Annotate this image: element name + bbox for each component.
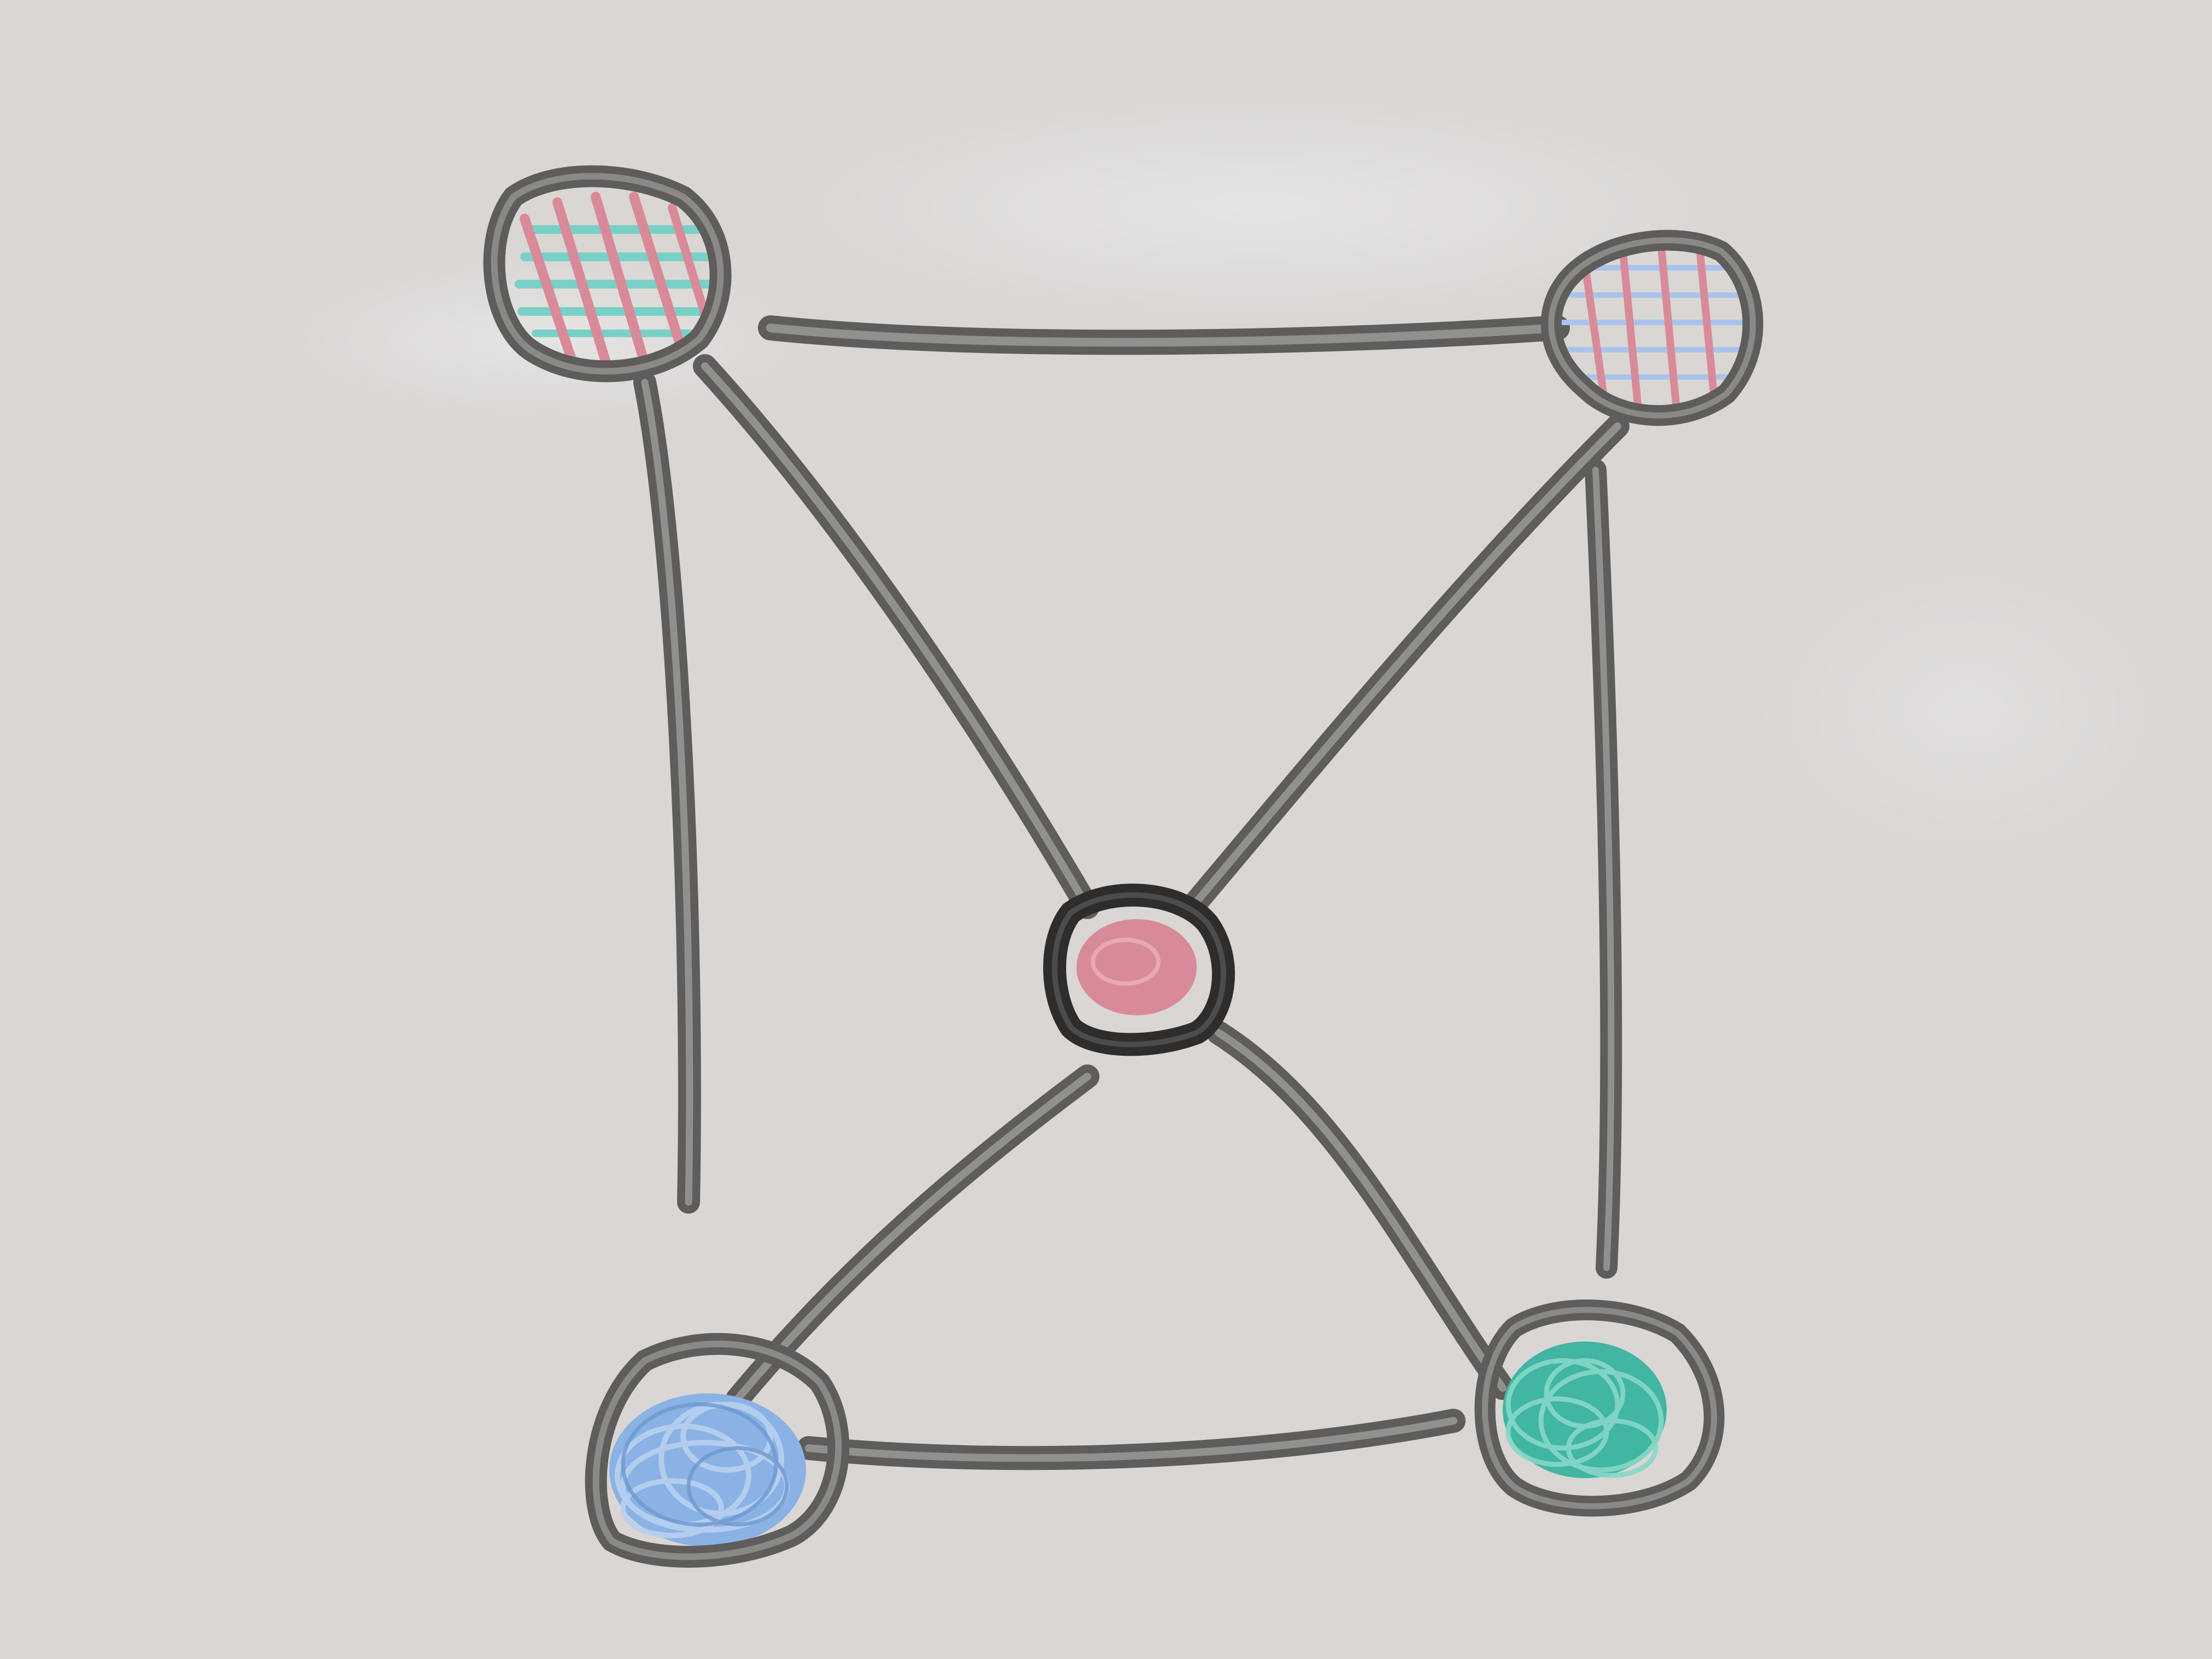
edge-center-bottom-right <box>1207 1021 1515 1400</box>
edge-center-bottom-left <box>726 1064 1099 1411</box>
node-top-left <box>483 165 732 383</box>
node-center <box>1043 884 1235 1056</box>
edge-top-right-center <box>1185 414 1629 914</box>
edges <box>633 315 1629 1470</box>
board-glare <box>273 87 2186 874</box>
edge-bottom-left-bottom-right <box>797 1409 1466 1470</box>
edge-top-left-open <box>633 371 701 1214</box>
node-bottom-right <box>1474 1299 1725 1517</box>
node-top-right <box>1540 230 1763 426</box>
node-bottom-left <box>585 1333 850 1568</box>
edge-top-left-center <box>693 354 1099 919</box>
edge-top-right-open <box>1585 459 1622 1279</box>
edge-top-left-top-right <box>758 315 1570 355</box>
